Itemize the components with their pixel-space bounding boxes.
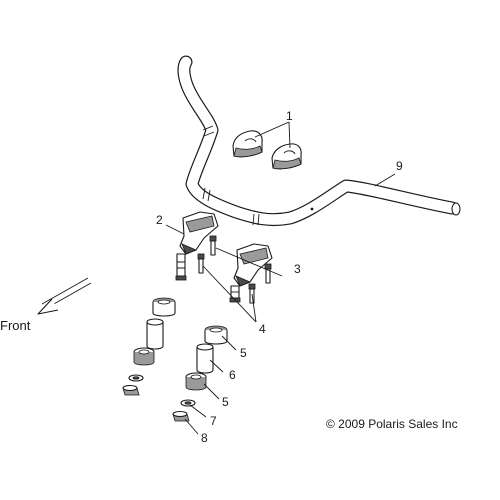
callout-7: 7 (210, 414, 217, 428)
nut-left (122, 384, 140, 396)
callout-3: 3 (294, 262, 301, 276)
bolt-b (264, 263, 272, 284)
front-direction-label: Front (0, 318, 31, 333)
clamp-cap-left (232, 130, 263, 158)
nut-right (172, 410, 190, 422)
callout-2: 2 (156, 213, 163, 227)
copyright-notice: © 2009 Polaris Sales Inc (326, 417, 458, 431)
lower-bushing-right (185, 372, 207, 391)
lower-bushing-left (133, 347, 155, 366)
clamp-cap-right (271, 143, 302, 170)
bolt-a (209, 235, 217, 256)
washer-left (128, 374, 144, 382)
spacer-tube-left (146, 318, 164, 350)
upper-bushing-right (204, 325, 228, 345)
riser-left (175, 211, 219, 281)
riser-right (229, 243, 273, 303)
bolt-d (248, 283, 256, 304)
callout-1: 1 (286, 109, 293, 123)
bolt-c (197, 253, 205, 274)
callout-8: 8 (201, 431, 208, 445)
upper-bushing-left (152, 297, 176, 317)
front-arrow-icon (37, 277, 92, 315)
callout-5-upper: 5 (240, 346, 247, 360)
callout-5-lower: 5 (222, 395, 229, 409)
washer-right (180, 399, 196, 407)
leader-lines (165, 121, 396, 435)
callout-6: 6 (229, 368, 236, 382)
callout-9: 9 (396, 159, 403, 173)
spacer-tube-right (196, 343, 214, 374)
handlebar (177, 55, 461, 227)
callout-4: 4 (259, 322, 266, 336)
